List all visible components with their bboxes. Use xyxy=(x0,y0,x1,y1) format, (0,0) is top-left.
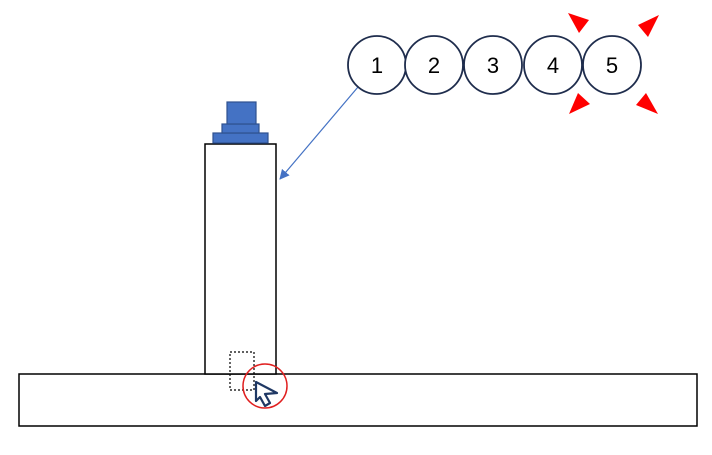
burst-spike-bottom-right xyxy=(636,93,658,114)
step-label-1: 1 xyxy=(371,53,383,78)
burst-spike-top-right xyxy=(638,15,659,37)
burst-spike-bottom-left xyxy=(569,93,590,114)
step-sequence: 1 2 3 4 5 xyxy=(347,35,642,95)
step-label-5: 5 xyxy=(606,53,618,78)
step-circle-1[interactable]: 1 xyxy=(347,35,407,95)
column-cap xyxy=(212,101,269,144)
cap-top xyxy=(226,101,257,125)
step-circle-5[interactable]: 5 xyxy=(582,35,642,95)
step-circle-2[interactable]: 2 xyxy=(404,35,464,95)
step-label-2: 2 xyxy=(428,53,440,78)
burst-spike-top-left xyxy=(568,13,589,33)
tall-column xyxy=(204,143,277,375)
cap-base xyxy=(212,132,269,144)
target-ring xyxy=(242,363,288,409)
step-label-3: 3 xyxy=(487,53,499,78)
step-circle-4[interactable]: 4 xyxy=(523,35,583,95)
pointer-arrow xyxy=(279,86,359,180)
cap-middle xyxy=(221,123,260,134)
step-label-4: 4 xyxy=(547,53,559,78)
arrow-cursor-icon xyxy=(254,380,279,408)
base-platform xyxy=(18,373,698,427)
drop-target-slot[interactable] xyxy=(229,351,255,391)
highlight-burst-icon xyxy=(568,13,659,114)
step-circle-3[interactable]: 3 xyxy=(463,35,523,95)
